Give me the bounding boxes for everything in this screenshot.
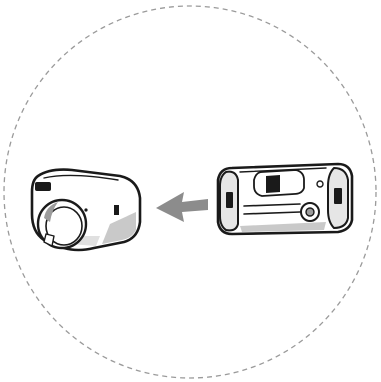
lens-cap-icon [32, 170, 140, 250]
arrow-shape [156, 192, 208, 222]
cap-tab [44, 234, 54, 246]
module-knob-inner [306, 208, 314, 216]
cap-label-block [35, 182, 51, 191]
module-fastener [317, 181, 323, 187]
module-barrel-shade [266, 175, 280, 193]
module-right-slot [334, 188, 342, 204]
camera-module-icon [218, 164, 352, 234]
arrow-left-icon [156, 192, 208, 222]
module-left-slot [226, 192, 233, 208]
cap-clip [114, 205, 119, 215]
cap-dot [84, 208, 87, 211]
